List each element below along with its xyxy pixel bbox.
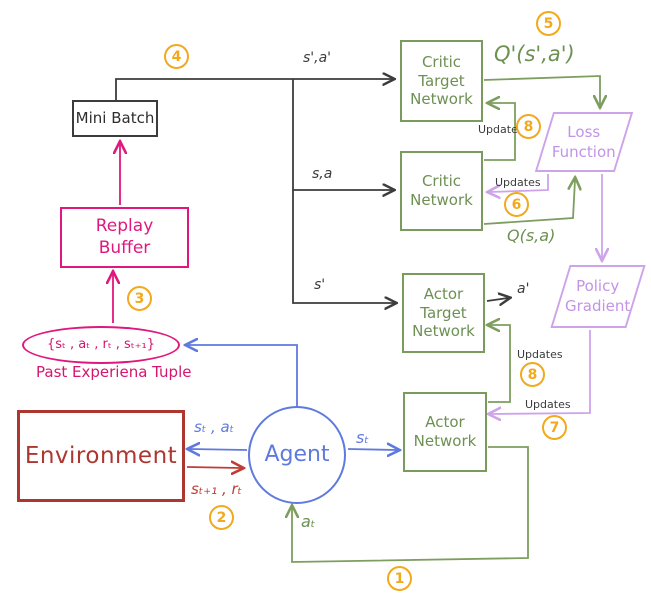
label-updates-critic: Updates: [495, 176, 541, 189]
step-badge-2: 2: [209, 505, 234, 530]
label-s-t: sₜ: [356, 428, 370, 447]
step-badge-8-actor: 8: [520, 362, 545, 387]
loss-function-label: Loss Function: [552, 122, 616, 161]
edge-minibatch-to-actor-target: [292, 190, 394, 303]
label-updates-actor: Updates: [525, 398, 571, 411]
edge-agent-to-environment: [190, 449, 248, 450]
step-badge-8-critic: 8: [516, 114, 541, 139]
step-badge-1: 1: [387, 566, 412, 591]
label-updates-actor-target: Updates: [517, 348, 563, 361]
edge-q-to-loss: [483, 180, 575, 225]
environment-node: Environment: [17, 410, 185, 502]
edge-critic-updates-critic-target: [484, 103, 516, 161]
edge-minibatch-to-critic-target: [115, 79, 392, 100]
step-badge-4: 4: [164, 44, 189, 69]
step-badge-3: 3: [127, 286, 152, 311]
critic-network-node: Critic Network: [400, 151, 483, 231]
label-a-t: aₜ: [301, 512, 316, 531]
label-updates-critic-target: Updates: [478, 123, 524, 136]
label-q-prime: Q'(s',a'): [494, 42, 575, 66]
step-badge-7: 7: [542, 415, 567, 440]
edge-qprime-to-loss: [483, 75, 600, 105]
edge-agent-to-tuple: [188, 345, 298, 406]
edge-minibatch-to-critic: [292, 79, 392, 190]
label-s-t-a-t: sₜ , aₜ: [194, 418, 235, 436]
edge-loss-updates-critic: [490, 174, 549, 192]
agent-node: Agent: [248, 406, 346, 504]
actor-target-network-node: Actor Target Network: [402, 273, 485, 353]
policy-gradient-label: Policy Gradient: [565, 277, 631, 315]
edge-actor-target-to-a-prime: [486, 298, 508, 301]
replay-buffer-node: Replay Buffer: [60, 207, 189, 268]
label-s-a: s,a: [312, 166, 333, 182]
label-s-prime-a-prime: s',a': [303, 50, 332, 66]
edge-actor-updates-actor-target: [488, 325, 511, 403]
label-q: Q(s,a): [507, 226, 556, 245]
label-s-t1-r-t: sₜ₊₁ , rₜ: [191, 480, 243, 498]
past-experience-tuple-node: {sₜ , aₜ , rₜ , sₜ₊₁}: [22, 326, 180, 364]
label-a-prime: a': [517, 281, 530, 297]
edge-policy-gradient-updates-actor: [491, 330, 591, 414]
edge-action-feedback-to-agent: [292, 446, 529, 563]
critic-target-network-node: Critic Target Network: [400, 40, 483, 122]
actor-network-node: Actor Network: [403, 392, 487, 472]
edge-environment-to-agent: [186, 467, 241, 468]
past-experience-caption: Past Experiena Tuple: [36, 363, 192, 381]
step-badge-5: 5: [536, 11, 561, 36]
edge-agent-to-actor-network: [347, 449, 397, 450]
mini-batch-node: Mini Batch: [72, 100, 158, 137]
step-badge-6: 6: [504, 192, 529, 217]
label-s-prime: s': [314, 277, 326, 293]
